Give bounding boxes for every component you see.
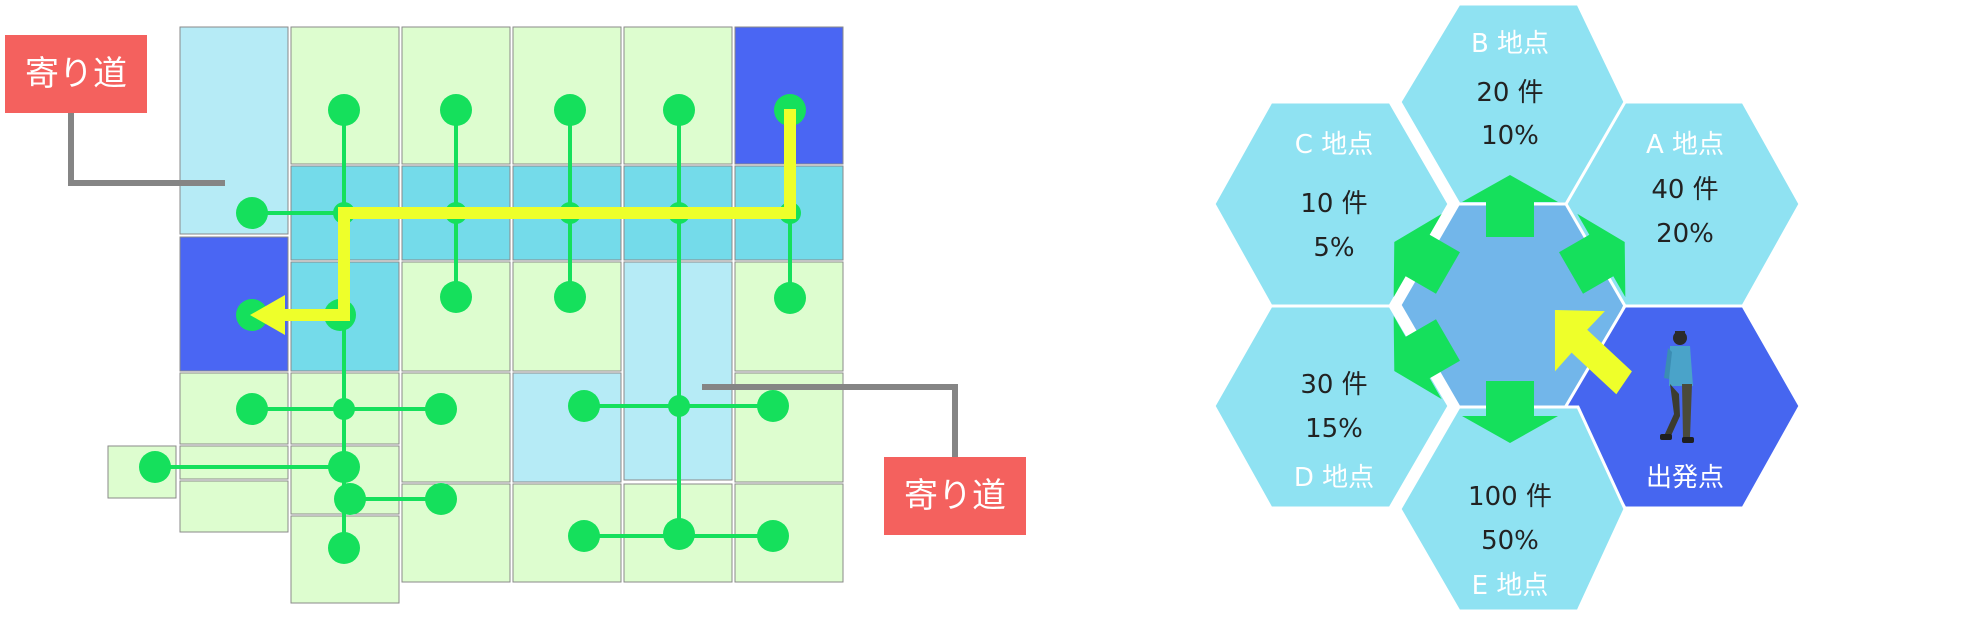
- grid-cell: [512, 372, 622, 483]
- network-node: [425, 483, 457, 515]
- hex-a-count: 40 件: [1651, 175, 1718, 205]
- network-node: [554, 94, 586, 126]
- network-node: [774, 282, 806, 314]
- network-node: [328, 532, 360, 564]
- network-node: [139, 451, 171, 483]
- grid-map: [107, 26, 844, 604]
- grid-cell: [179, 445, 289, 480]
- network-node: [757, 390, 789, 422]
- network-node: [440, 281, 472, 313]
- callout-bottom-right: 寄り道: [884, 457, 1026, 535]
- hex-b-pct: 10%: [1481, 121, 1539, 151]
- network-node: [333, 398, 355, 420]
- hex-c-title: C 地点: [1295, 130, 1373, 160]
- hex-values: 20 件 10% 40 件 20% 10 件 5% 30 件 15% 100 件…: [1300, 78, 1718, 556]
- route-arrowhead: [250, 295, 285, 335]
- hex-d-pct: 15%: [1305, 414, 1363, 444]
- arrow-lower-left-icon: [1393, 315, 1460, 400]
- hex-labels: B 地点 A 地点 C 地点 D 地点 E 地点 出発点: [1294, 29, 1724, 601]
- network-node: [236, 197, 268, 229]
- hex-d-count: 30 件: [1300, 370, 1367, 400]
- callout-label: 寄り道: [25, 54, 127, 94]
- hex-c-count: 10 件: [1300, 189, 1367, 219]
- grid-cell: [179, 372, 289, 445]
- grid-cell: [512, 261, 622, 372]
- network-node: [663, 518, 695, 550]
- network-node: [668, 395, 690, 417]
- callout-connectors: [68, 112, 958, 457]
- hex-a-pct: 20%: [1656, 219, 1714, 249]
- route-path: [250, 109, 796, 335]
- callout-top-left: 寄り道: [5, 35, 147, 113]
- grid-cell: [734, 372, 844, 483]
- network-node: [425, 393, 457, 425]
- grid-cell: [734, 483, 844, 583]
- arrow-down-icon: [1462, 381, 1558, 443]
- network-node: [236, 393, 268, 425]
- callout-label: 寄り道: [904, 476, 1006, 516]
- walking-person-icon: [1660, 331, 1694, 443]
- arrow-upper-right-icon: [1559, 213, 1626, 298]
- grid-cell: [179, 480, 289, 533]
- grid-cell: [512, 483, 622, 583]
- network-node: [328, 451, 360, 483]
- grid-cell: [179, 26, 289, 235]
- network-node: [328, 94, 360, 126]
- network-node: [554, 281, 586, 313]
- arrow-upper-left-icon: [1393, 213, 1460, 298]
- arrow-up-icon: [1462, 175, 1558, 237]
- network-node: [334, 483, 366, 515]
- network-node: [568, 520, 600, 552]
- direction-arrows: [1393, 175, 1626, 443]
- hex-e: [1398, 405, 1627, 613]
- network-node: [663, 94, 695, 126]
- hex-e-count: 100 件: [1468, 482, 1552, 512]
- hex-d-title: D 地点: [1294, 463, 1374, 493]
- hex-c-pct: 5%: [1313, 233, 1354, 263]
- hex-b-title: B 地点: [1471, 29, 1549, 59]
- hex-a-title: A 地点: [1646, 130, 1724, 160]
- network-node: [440, 94, 472, 126]
- grid-cell: [401, 372, 511, 483]
- hex-d: [1212, 304, 1451, 510]
- start-arrow: [1554, 310, 1632, 395]
- hex-e-pct: 50%: [1481, 526, 1539, 556]
- hex-e-title: E 地点: [1472, 571, 1549, 601]
- network-node: [757, 520, 789, 552]
- hex-b-count: 20 件: [1476, 78, 1543, 108]
- network-node: [568, 390, 600, 422]
- hex-start-title: 出発点: [1646, 463, 1724, 493]
